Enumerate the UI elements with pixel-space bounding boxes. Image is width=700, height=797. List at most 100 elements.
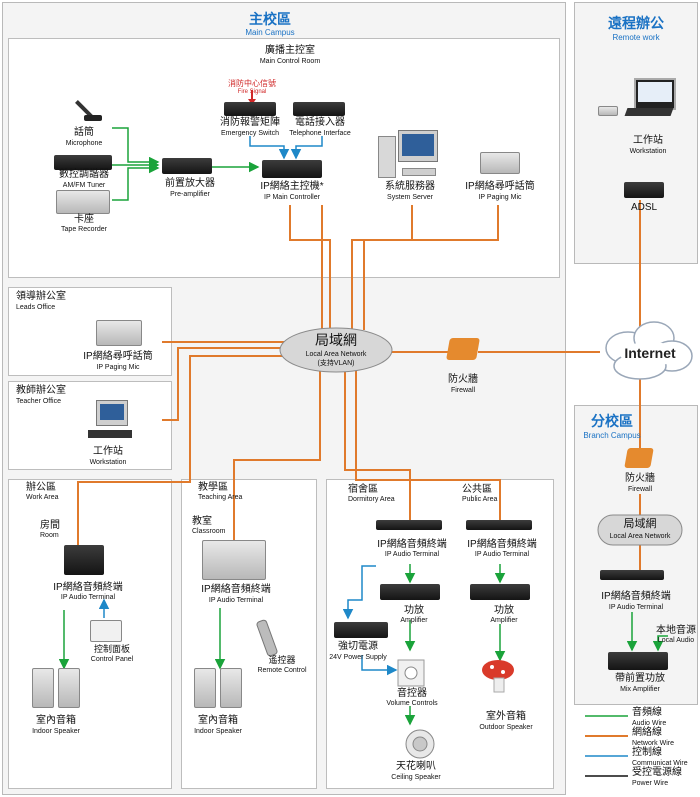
- classroom-terminal-label-en: IP Audio Terminal: [208, 597, 264, 604]
- work-terminal-label-en: IP Audio Terminal: [60, 594, 116, 601]
- teaching-speaker-left: [194, 668, 216, 708]
- branch-terminal-device: [600, 570, 664, 580]
- firewall-label-en: Firewall: [450, 387, 476, 394]
- leads-office-box: [8, 287, 172, 376]
- local-audio-label-en: Local Audio: [657, 637, 695, 644]
- tape-label-en: Tape Recorder: [61, 226, 107, 233]
- dorm-power-label: 強切電源: [338, 641, 378, 652]
- control-wire-phone: [290, 136, 323, 160]
- public-terminal-label: IP網絡音頻終端: [467, 539, 537, 550]
- public-amp-label-en: Amplifier: [490, 617, 518, 624]
- firewall-icon: [446, 338, 480, 360]
- work-terminal-device: [64, 545, 104, 575]
- audio-wire-local: [652, 635, 668, 652]
- leads-office-subtitle: Leads Office: [16, 304, 56, 311]
- network-wire-teacher: [162, 347, 290, 421]
- server-label: 系統服務器: [385, 181, 435, 192]
- remote-label-en: Remote Control: [257, 667, 307, 674]
- internet-label: Internet: [624, 345, 676, 361]
- dorm-amp-label: 功放: [404, 605, 424, 616]
- legend-power-label: 受控電源線: [632, 767, 682, 778]
- leads-paging-label: IP網絡尋呼話筒: [83, 351, 153, 362]
- classroom-terminal-device: [202, 540, 266, 580]
- branch-firewall-label: 防火牆: [625, 473, 655, 484]
- tape-label: 卡座: [74, 214, 94, 225]
- dorm-terminal-label-en: IP Audio Terminal: [384, 551, 440, 558]
- telephone-interface-device: [293, 102, 345, 116]
- dorm-power-supply-device: [334, 622, 388, 638]
- work-speaker-label-en: Indoor Speaker: [32, 728, 80, 735]
- system-server-device: [378, 130, 438, 182]
- network-wires: [77, 200, 641, 570]
- tape-recorder-device: [56, 190, 110, 214]
- remote-work-subtitle: Remote work: [612, 33, 660, 42]
- server-label-en: System Server: [387, 194, 433, 201]
- outdoor-speaker-label-en: Outdoor Speaker: [479, 724, 533, 731]
- branch-lan-pill: [597, 514, 683, 546]
- remote-work-title: 遠程辦公: [608, 15, 664, 31]
- branch-campus-title: 分校區: [591, 413, 633, 429]
- dorm-area-subtitle: Dormitory Area: [348, 496, 395, 503]
- public-amplifier-device: [470, 584, 530, 600]
- branch-lan-title: 局域網: [623, 518, 657, 530]
- ip-main-label-en: IP Main Controller: [264, 194, 320, 201]
- network-wire-paging: [363, 205, 499, 330]
- phone-label: 電話接入器: [295, 117, 345, 128]
- adsl-label: ADSL: [630, 202, 658, 213]
- network-wire-server: [351, 205, 413, 330]
- paging-mic-label: IP網絡尋呼話筒: [465, 181, 535, 192]
- legend-control-label-en: Communicat Wire: [632, 760, 688, 767]
- remote-laptop-device: [620, 78, 676, 124]
- emergency-label: 消防報警矩陣: [220, 117, 280, 128]
- dorm-area-title: 宿舍區: [348, 484, 378, 495]
- room-subtitle: Room: [40, 532, 59, 539]
- remote-workstation-label-en: Workstation: [629, 148, 667, 155]
- legend-audio-label-en: Audio Wire: [632, 720, 667, 727]
- tuner-label-en: AM/FM Tuner: [62, 182, 106, 189]
- room-title: 房間: [40, 520, 60, 531]
- teaching-speaker-right: [220, 668, 242, 708]
- network-wire-dorm: [344, 368, 411, 520]
- network-wire-teaching: [233, 368, 321, 540]
- dorm-amp-label-en: Amplifier: [400, 617, 428, 624]
- branch-lan-subtitle: Local Area Network: [609, 533, 671, 540]
- remote-mic-device: [598, 106, 618, 116]
- mix-amp-label-en: Mix Amplifier: [620, 686, 660, 693]
- ip-main-controller-device: [262, 160, 322, 178]
- adsl-device: [624, 182, 664, 198]
- classroom-subtitle: Classroom: [192, 528, 226, 535]
- public-terminal-device: [466, 520, 532, 530]
- preamp-label-en: Pre-amplifier: [170, 191, 210, 198]
- branch-firewall-label-en: Firewall: [627, 486, 653, 493]
- local-audio-label: 本地音源: [656, 625, 696, 636]
- leads-office-title: 領導辦公室: [16, 291, 66, 302]
- classroom-terminal-label: IP網絡音頻終端: [201, 584, 271, 595]
- teacher-workstation-label-en: Workstation: [89, 459, 127, 466]
- leads-paging-label-en: IP Paging Mic: [96, 364, 140, 371]
- classroom-title: 教室: [192, 516, 212, 527]
- dorm-power-label-en: 24V Power Supply: [329, 654, 387, 661]
- outdoor-speaker-cap: [482, 660, 514, 680]
- public-area-subtitle: Public Area: [462, 496, 498, 503]
- work-terminal-label: IP網絡音頻終端: [53, 582, 123, 593]
- control-wires: [98, 136, 398, 676]
- legend-power-label-en: Power Wire: [632, 780, 669, 787]
- remote-control-shape: [256, 619, 278, 657]
- main-campus-subtitle: Main Campus: [245, 28, 295, 37]
- teaching-speaker-label-en: Indoor Speaker: [194, 728, 242, 735]
- branch-firewall-icon: [624, 448, 654, 468]
- microphone-label-en: Microphone: [65, 140, 103, 147]
- volume-control-shape: [397, 659, 425, 687]
- control-room-title: 廣播主控室: [265, 45, 315, 56]
- microphone-label: 話筒: [74, 127, 94, 138]
- control-panel-label-en: Control Panel: [90, 656, 134, 663]
- network-wire-public: [355, 368, 501, 520]
- remote-work-panel: [574, 2, 698, 264]
- fire-signal-label-en: Fire Signal: [237, 89, 267, 95]
- teacher-workstation-device: [88, 400, 132, 442]
- legend-lines: [585, 715, 628, 777]
- leads-paging-mic-device: [96, 320, 142, 346]
- network-wire-work: [77, 355, 290, 492]
- control-wire-dorm-power: [342, 565, 376, 620]
- audio-wire-tape: [112, 162, 160, 201]
